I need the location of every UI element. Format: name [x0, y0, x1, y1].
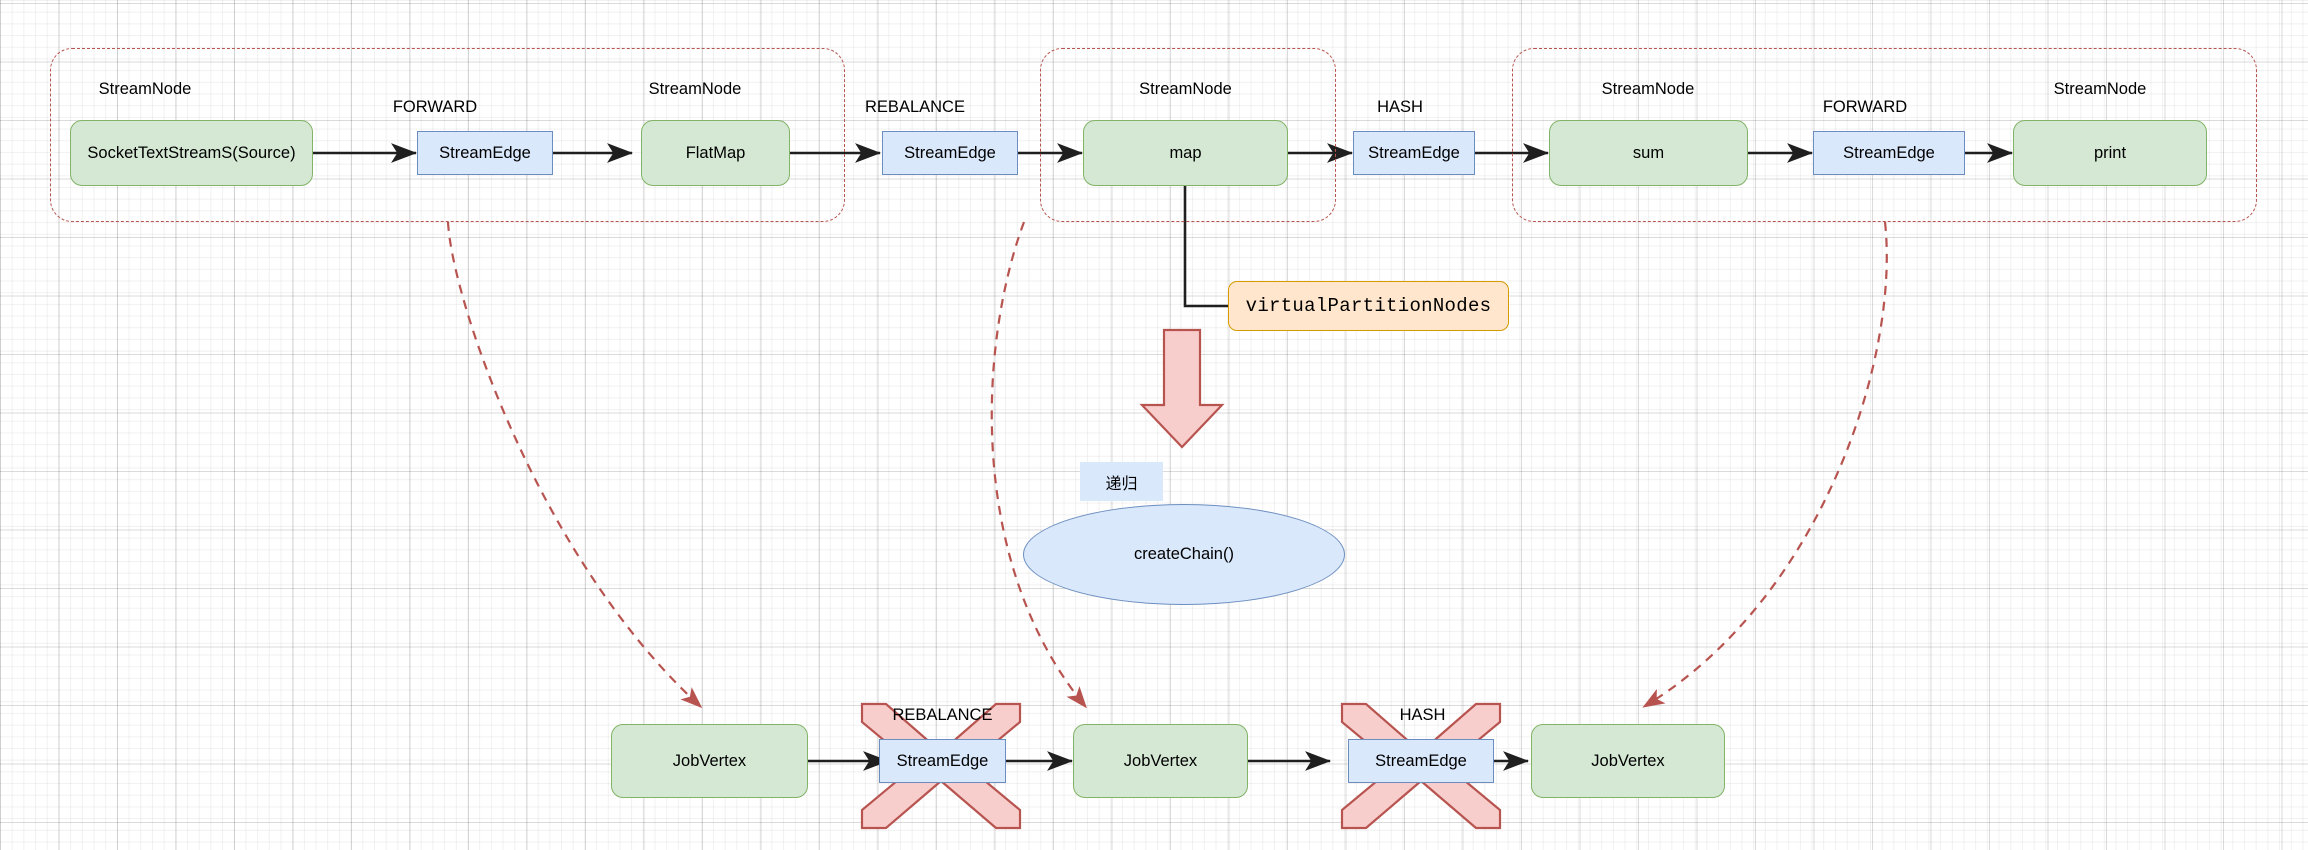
virtual-partition-nodes-callout[interactable]: virtualPartitionNodes — [1228, 281, 1509, 331]
stream-edge-caption-3: HASH — [1377, 98, 1423, 116]
stream-edge-caption-1: FORWARD — [392, 98, 478, 116]
group-to-vertex-connectors — [446, 221, 1888, 709]
recursion-tag: 递归 — [1080, 462, 1163, 501]
removed-stream-edge-2[interactable]: StreamEdge — [1348, 739, 1494, 783]
job-vertex-1[interactable]: JobVertex — [611, 724, 808, 798]
removed-edge-caption-2: HASH — [1399, 706, 1446, 724]
removed-stream-edge-1[interactable]: StreamEdge — [879, 739, 1006, 783]
stream-node-map[interactable]: map — [1083, 120, 1288, 186]
stream-node-caption-4: StreamNode — [1601, 80, 1695, 98]
chain-group-1 — [50, 48, 845, 222]
stream-edge-forward-1[interactable]: StreamEdge — [417, 131, 553, 175]
stream-edge-caption-2: REBALANCE — [865, 98, 965, 116]
stream-edge-caption-4: FORWARD — [1822, 98, 1908, 116]
stream-node-caption-5: StreamNode — [2053, 80, 2147, 98]
job-vertex-2[interactable]: JobVertex — [1073, 724, 1248, 798]
stream-node-caption-2: StreamNode — [648, 80, 742, 98]
removed-edge-caption-1: REBALANCE — [892, 706, 993, 724]
stream-edge-hash[interactable]: StreamEdge — [1353, 131, 1475, 175]
create-chain-ellipse[interactable]: createChain() — [1023, 504, 1345, 605]
stream-node-source[interactable]: SocketTextStreamS(Source) — [70, 120, 313, 186]
stream-node-print[interactable]: print — [2013, 120, 2207, 186]
stream-edge-forward-2[interactable]: StreamEdge — [1813, 131, 1965, 175]
chain-group-2 — [1040, 48, 1336, 222]
stream-node-caption-1: StreamNode — [98, 80, 192, 98]
stream-node-flatmap[interactable]: FlatMap — [641, 120, 790, 186]
big-down-arrow — [1139, 328, 1225, 449]
job-vertex-3[interactable]: JobVertex — [1531, 724, 1725, 798]
stream-node-caption-3: StreamNode — [1139, 80, 1232, 98]
stream-edge-rebalance[interactable]: StreamEdge — [882, 131, 1018, 175]
stream-node-sum[interactable]: sum — [1549, 120, 1748, 186]
chain-group-3 — [1512, 48, 2257, 222]
